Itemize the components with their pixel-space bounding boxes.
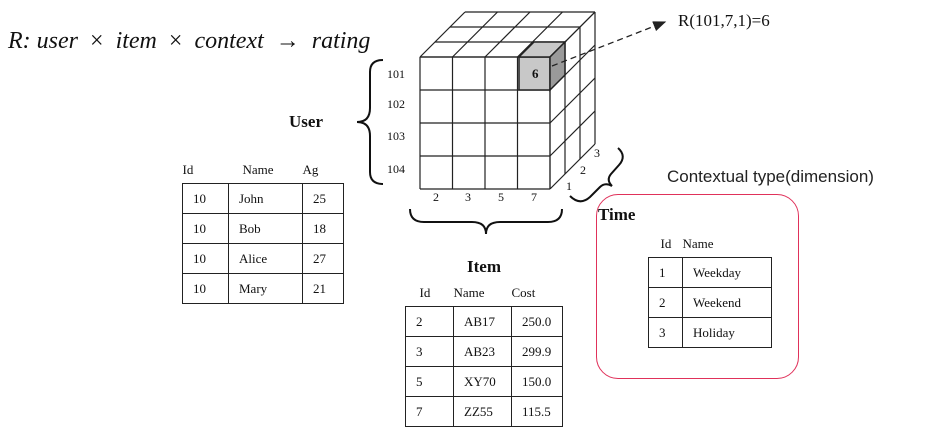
cube-grid-line xyxy=(452,11,498,58)
times-symbol-2: × xyxy=(168,28,183,54)
table-cell: 1 xyxy=(648,257,683,288)
user-brace xyxy=(356,59,384,185)
item-brace xyxy=(409,208,563,235)
cube-grid-line xyxy=(549,110,596,157)
user-tick: 103 xyxy=(387,129,405,143)
column-header: Name xyxy=(682,236,714,251)
table-cell: AB23 xyxy=(453,336,512,367)
highlighted-cell-value: 6 xyxy=(532,66,539,81)
table-header-row: Id Name Cost xyxy=(406,280,563,307)
table-cell: 10 xyxy=(182,243,229,274)
highlighted-cell-side xyxy=(549,40,566,92)
table-cell: 150.0 xyxy=(511,366,563,397)
cube-grid-line xyxy=(419,11,466,58)
context-brace xyxy=(569,147,624,203)
user-tick: 102 xyxy=(387,97,405,111)
column-header: Ag xyxy=(302,162,319,177)
table-cell: 10 xyxy=(182,273,229,304)
contextual-type-label: Contextual type(dimension) xyxy=(667,167,874,186)
table-cell: 7 xyxy=(405,396,454,427)
user-label: User xyxy=(289,112,323,131)
table-cell: ZZ55 xyxy=(453,396,512,427)
formula-user: user xyxy=(36,28,79,54)
callout-arrow xyxy=(551,21,667,67)
column-header: Id xyxy=(660,236,672,251)
cube-grid-line xyxy=(549,77,596,124)
table-cell: 21 xyxy=(302,273,344,304)
item-tick: 2 xyxy=(433,190,439,204)
table-cell: 27 xyxy=(302,243,344,274)
table-cell: 18 xyxy=(302,213,344,244)
item-tick: 5 xyxy=(498,190,504,204)
rating-function-formula: R: user × item × context → rating xyxy=(8,28,370,55)
column-header: Id xyxy=(182,162,194,177)
cube-grid xyxy=(419,11,596,190)
table-cell: 3 xyxy=(648,317,683,348)
table-cell: 3 xyxy=(405,336,454,367)
time-context-box xyxy=(596,194,799,379)
context-tick: 3 xyxy=(594,146,600,160)
user-tick: 101 xyxy=(387,67,405,81)
times-symbol-1: × xyxy=(90,28,104,54)
item-label: Item xyxy=(467,257,501,276)
table-cell: XY70 xyxy=(453,366,512,397)
table-header-row: Id Name Ag xyxy=(183,157,344,184)
rating-callout-text: R(101,7,1)=6 xyxy=(678,11,770,30)
formula-item: item xyxy=(115,28,157,54)
cube-grid-line xyxy=(517,11,563,58)
table-cell: Holiday xyxy=(682,317,772,348)
cube-grid-line xyxy=(549,143,596,190)
table-cell: 299.9 xyxy=(511,336,563,367)
user-tick: 104 xyxy=(387,162,405,176)
cube-grid-line xyxy=(484,11,531,58)
item-tick: 7 xyxy=(531,190,537,204)
column-header: Name xyxy=(242,162,274,177)
table-cell: AB17 xyxy=(453,306,512,337)
table-cell: 2 xyxy=(648,287,683,318)
table-cell: 10 xyxy=(182,213,229,244)
table-cell: 25 xyxy=(302,183,344,214)
context-tick: 1 xyxy=(566,179,572,193)
formula-var: R xyxy=(8,28,23,54)
formula-context: context xyxy=(194,28,264,54)
table-cell: 250.0 xyxy=(511,306,563,337)
table-cell: 115.5 xyxy=(511,396,563,427)
formula-rating: rating xyxy=(311,28,371,54)
formula-colon: : xyxy=(22,28,31,54)
table-cell: 2 xyxy=(405,306,454,337)
table-cell: Alice xyxy=(228,243,303,274)
table-cell: 10 xyxy=(182,183,229,214)
table-cell: Weekend xyxy=(682,287,772,318)
table-cell: 5 xyxy=(405,366,454,397)
table-cell: Mary xyxy=(228,273,303,304)
column-header: Id xyxy=(419,285,431,300)
table-cell: John xyxy=(228,183,303,214)
arrow-symbol: → xyxy=(275,28,300,54)
table-cell: Bob xyxy=(228,213,303,244)
item-tick: 3 xyxy=(465,190,471,204)
column-header: Name xyxy=(453,285,485,300)
table-header-row: Id Name xyxy=(649,231,772,258)
context-tick: 2 xyxy=(580,163,586,177)
column-header: Cost xyxy=(511,285,536,300)
table-cell: Weekday xyxy=(682,257,772,288)
